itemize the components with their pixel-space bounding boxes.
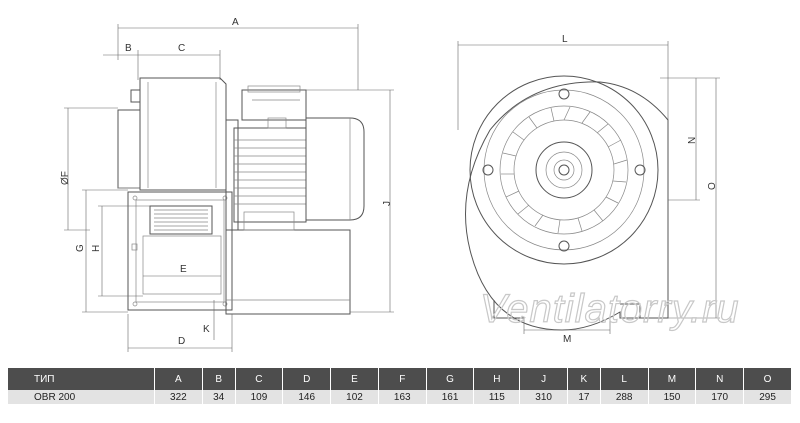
cell-type: OBR 200 [8, 390, 155, 404]
cell-c: 109 [235, 390, 284, 404]
cell-k: 17 [567, 390, 601, 404]
dim-label-a: A [232, 17, 239, 28]
dim-label-n: N [687, 137, 698, 144]
header-l: L [600, 368, 649, 390]
cell-m: 150 [648, 390, 697, 404]
header-k: K [567, 368, 601, 390]
cell-b: 34 [202, 390, 236, 404]
header-b: B [202, 368, 236, 390]
header-n: N [695, 368, 745, 390]
dim-label-c: C [178, 43, 185, 54]
dim-label-f: ØF [60, 171, 71, 185]
header-c: C [235, 368, 284, 390]
cell-a: 322 [154, 390, 203, 404]
cell-n: 170 [695, 390, 745, 404]
header-g: G [426, 368, 475, 390]
dim-label-l: L [562, 34, 568, 45]
header-m: M [648, 368, 697, 390]
cell-l: 288 [600, 390, 649, 404]
side-view: A B C ØF E G [60, 17, 394, 352]
header-type: ТИП [8, 368, 155, 390]
cell-f: 163 [378, 390, 427, 404]
cell-o: 295 [743, 390, 792, 404]
watermark-text: Ventilatorry.ru [480, 287, 740, 331]
dim-label-k: K [203, 324, 210, 335]
header-e: E [330, 368, 379, 390]
cell-h: 115 [473, 390, 521, 404]
dim-label-b: B [125, 43, 132, 54]
dim-label-g: G [75, 244, 86, 252]
front-view: L N [457, 34, 740, 345]
header-o: O [743, 368, 792, 390]
table-header-row: ТИП A B C D E F G H J K L M N O [8, 368, 792, 390]
dim-label-o: O [707, 182, 718, 190]
table-row: OBR 200 322 34 109 146 102 163 161 115 3… [8, 390, 792, 404]
dimensions-table: ТИП A B C D E F G H J K L M N O OBR 200 … [8, 368, 792, 404]
technical-drawing: A B C ØF E G [60, 17, 740, 352]
header-j: J [519, 368, 569, 390]
header-h: H [473, 368, 521, 390]
dim-label-d: D [178, 336, 185, 347]
dim-label-h: H [91, 245, 102, 252]
cell-g: 161 [426, 390, 475, 404]
cell-d: 146 [282, 390, 332, 404]
header-f: F [378, 368, 427, 390]
dim-label-j: J [382, 201, 393, 206]
cell-j: 310 [519, 390, 569, 404]
header-a: A [154, 368, 203, 390]
dim-label-m: M [563, 334, 571, 345]
header-d: D [282, 368, 332, 390]
cell-e: 102 [330, 390, 379, 404]
dim-label-e: E [180, 264, 187, 275]
